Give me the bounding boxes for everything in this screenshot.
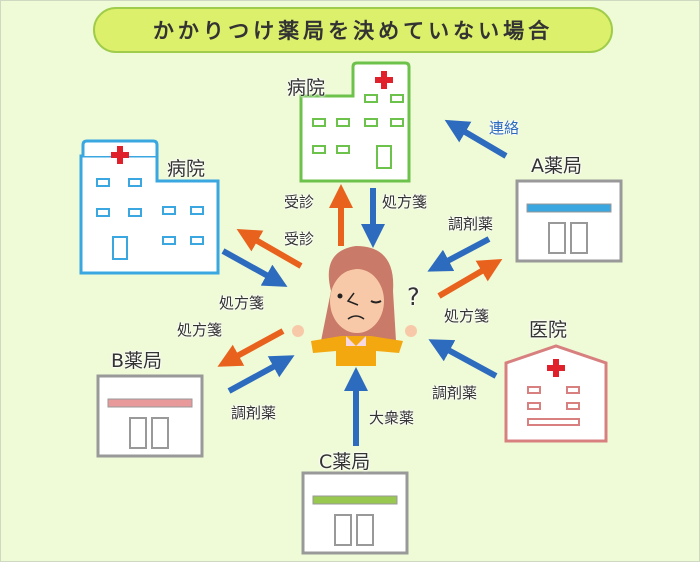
hospital-top-building <box>299 61 411 183</box>
dispensed-label: 調剤薬 <box>448 215 494 233</box>
dispensed-label: 調剤薬 <box>231 404 277 422</box>
hospital-left-label: 病院 <box>167 158 206 180</box>
prescription-label: 処方箋 <box>177 321 223 339</box>
diagram-title: かかりつけ薬局を決めていない場合 <box>93 7 613 53</box>
pharmacy-b-label: B薬局 <box>111 350 163 372</box>
arrow-clinic <box>428 339 498 379</box>
arrow-dispensed-a <box>427 236 491 272</box>
pharmacy-a-building <box>515 179 623 263</box>
pharmacy-b-building <box>96 374 204 458</box>
clinic-label: 医院 <box>529 319 568 341</box>
consult-label: 受診 <box>284 230 315 248</box>
pharmacy-c-building <box>301 471 409 555</box>
pharmacy-a-label: A薬局 <box>531 155 582 177</box>
prescription-label: 処方箋 <box>444 307 490 325</box>
arrow-rx-to-a <box>437 258 503 299</box>
dispensed-label: 調剤薬 <box>432 384 478 402</box>
arrow-rx-to-b <box>217 328 285 367</box>
contact-label: 連絡 <box>489 119 520 137</box>
arrow-dispensed-b <box>227 355 295 394</box>
prescription-label: 処方箋 <box>382 193 428 211</box>
question-mark: ? <box>407 283 420 311</box>
prescription-label: 処方箋 <box>219 294 265 312</box>
hospital-top-label: 病院 <box>287 77 326 99</box>
confused-person-illustration <box>292 246 417 366</box>
arrow-contact <box>444 119 508 159</box>
clinic-building <box>504 344 608 443</box>
pharmacy-c-label: C薬局 <box>319 451 371 473</box>
cross-icon <box>375 71 393 89</box>
otc-medicine-label: 大衆薬 <box>369 409 415 427</box>
consult-label: 受診 <box>284 193 315 211</box>
arrow-consult-left <box>236 229 303 269</box>
arrow-rx-left <box>221 248 288 287</box>
